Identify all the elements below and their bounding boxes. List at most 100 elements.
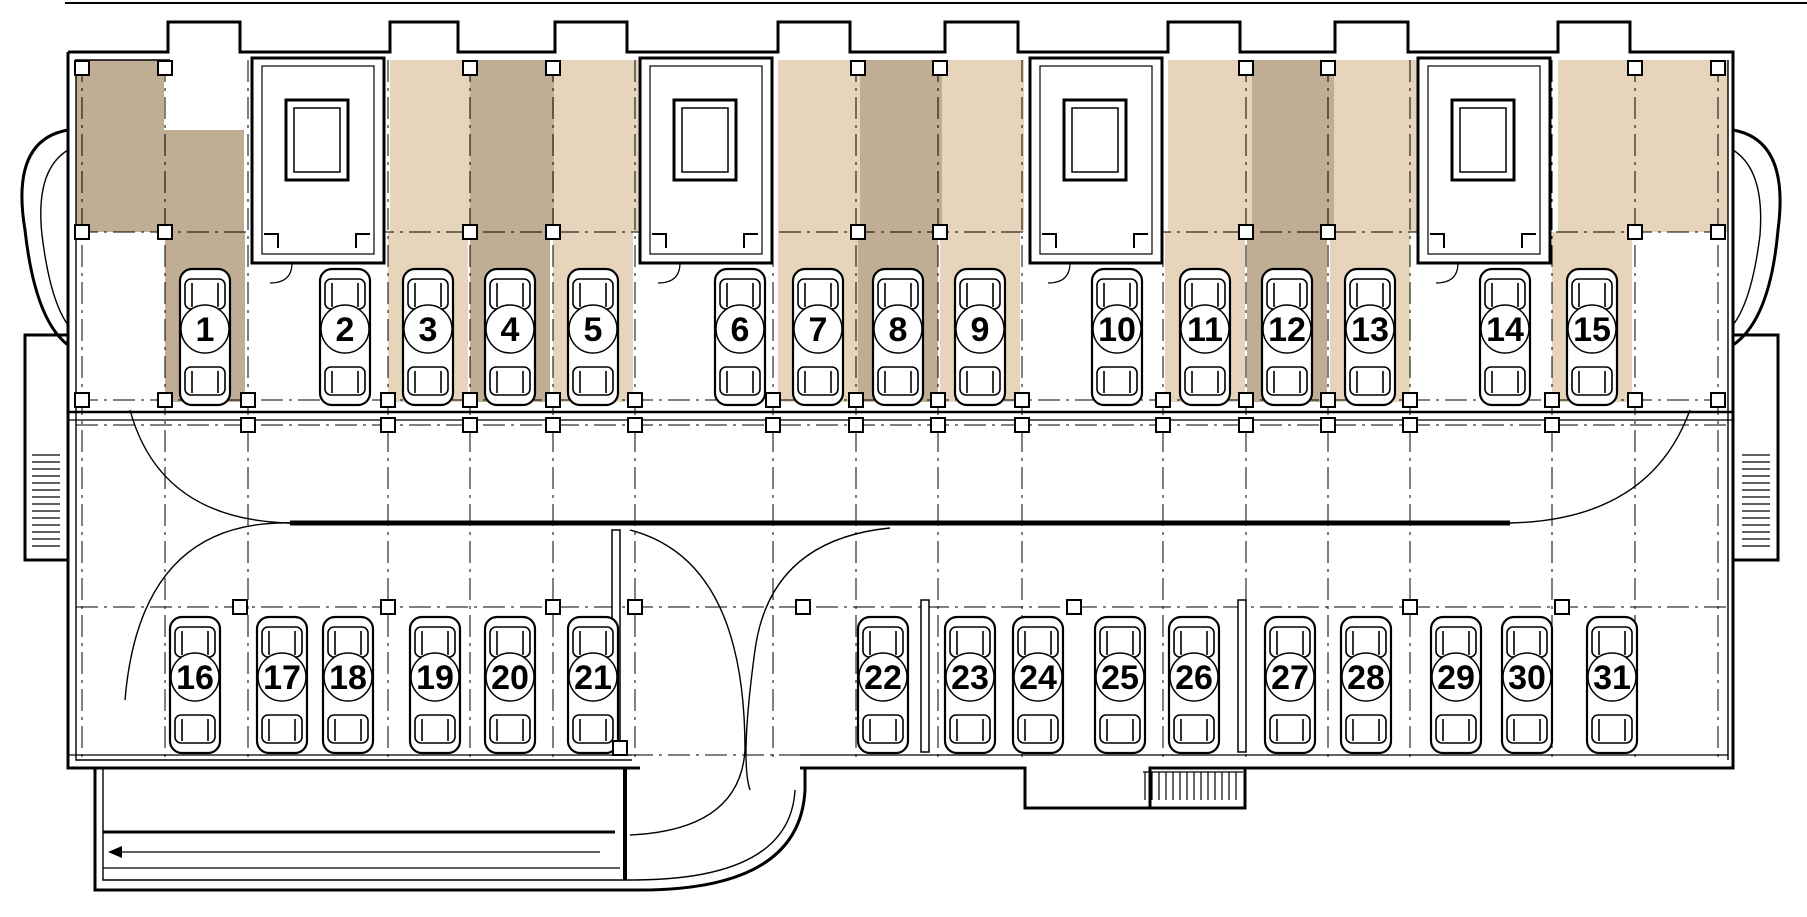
car-rear-window — [489, 366, 531, 396]
space-number-badge — [858, 652, 908, 702]
car-rear-window — [1591, 714, 1633, 744]
column — [462, 224, 478, 240]
column — [1320, 392, 1336, 408]
space-number: 15 — [1573, 311, 1611, 349]
bottom-space-26: 26 — [1167, 615, 1221, 755]
space-number-badge — [170, 652, 220, 702]
space-number: 21 — [574, 659, 612, 697]
bottom-space-27: 27 — [1263, 615, 1317, 755]
columns — [74, 60, 1726, 756]
column — [1014, 417, 1030, 433]
column — [1320, 224, 1336, 240]
column — [545, 392, 561, 408]
space-number-badge — [1567, 304, 1617, 354]
space-number: 27 — [1271, 659, 1309, 697]
space-number: 2 — [336, 311, 355, 349]
space-number: 28 — [1347, 659, 1385, 697]
storage-bay — [860, 60, 942, 232]
column — [1155, 392, 1171, 408]
column — [627, 392, 643, 408]
space-number-badge — [1345, 304, 1395, 354]
column — [380, 599, 396, 615]
space-number-badge — [1262, 304, 1312, 354]
storage-bay — [1558, 60, 1640, 232]
bottom-space-25: 25 — [1093, 615, 1147, 755]
space-number-badge — [180, 304, 230, 354]
car-rear-window — [1345, 714, 1387, 744]
space-number: 29 — [1437, 659, 1475, 697]
column — [157, 60, 173, 76]
space-number: 13 — [1351, 311, 1389, 349]
car-rear-window — [414, 714, 456, 744]
space-number: 26 — [1175, 659, 1213, 697]
car-rear-window — [1349, 366, 1391, 396]
car-rear-window — [1099, 714, 1141, 744]
top-space-10: 10 — [1090, 267, 1144, 407]
car-rear-window — [1184, 366, 1226, 396]
column — [848, 392, 864, 408]
space-number: 20 — [491, 659, 529, 697]
top-space-12: 12 — [1260, 267, 1314, 407]
top-space-7: 7 — [791, 267, 845, 407]
top-space-2: 2 — [318, 267, 372, 407]
column — [627, 599, 643, 615]
space-number-badge — [1169, 652, 1219, 702]
top-space-9: 9 — [953, 267, 1007, 407]
car-rear-window — [862, 714, 904, 744]
column — [74, 392, 90, 408]
car-rear-window — [1266, 366, 1308, 396]
stair-cores — [250, 56, 1552, 284]
space-number: 23 — [951, 659, 989, 697]
bottom-space-30: 30 — [1500, 615, 1554, 755]
space-number-badge — [715, 304, 765, 354]
space-number-badge — [568, 652, 618, 702]
space-number: 1 — [196, 311, 215, 349]
column — [930, 417, 946, 433]
column — [1710, 224, 1726, 240]
top-space-4: 4 — [483, 267, 537, 407]
car-rear-window — [719, 366, 761, 396]
column — [380, 392, 396, 408]
column — [1402, 417, 1418, 433]
column — [1627, 392, 1643, 408]
stair-core — [1416, 56, 1552, 284]
top-space-8: 8 — [871, 267, 925, 407]
space-number: 14 — [1486, 311, 1524, 349]
column — [240, 392, 256, 408]
bottom-space-18: 18 — [321, 615, 375, 755]
space-number: 16 — [176, 659, 214, 697]
storage-bay — [778, 60, 860, 232]
storage-bay — [554, 60, 638, 232]
space-number: 31 — [1593, 659, 1631, 697]
space-number: 4 — [501, 311, 520, 349]
space-number: 25 — [1101, 659, 1139, 697]
column — [1238, 224, 1254, 240]
top-space-3: 3 — [401, 267, 455, 407]
space-number: 7 — [809, 311, 828, 349]
storage-bay — [942, 60, 1024, 232]
space-number-badge — [1180, 304, 1230, 354]
column — [1238, 60, 1254, 76]
space-number-badge — [1587, 652, 1637, 702]
column — [1402, 392, 1418, 408]
space-number-badge — [1480, 304, 1530, 354]
car-rear-window — [324, 366, 366, 396]
storage-bay — [390, 60, 470, 232]
column — [1238, 392, 1254, 408]
car-rear-window — [877, 366, 919, 396]
column — [1627, 60, 1643, 76]
car-rear-window — [1484, 366, 1526, 396]
space-number: 10 — [1098, 311, 1136, 349]
storage-bay — [1640, 60, 1728, 232]
car-rear-window — [1096, 366, 1138, 396]
space-number-badge — [793, 304, 843, 354]
bottom-space-24: 24 — [1011, 615, 1065, 755]
bottom-space-17: 17 — [255, 615, 309, 755]
column — [240, 417, 256, 433]
bottom-space-23: 23 — [943, 615, 997, 755]
space-number-badge — [1341, 652, 1391, 702]
column — [157, 392, 173, 408]
column — [850, 60, 866, 76]
bottom-space-29: 29 — [1429, 615, 1483, 755]
column — [545, 60, 561, 76]
